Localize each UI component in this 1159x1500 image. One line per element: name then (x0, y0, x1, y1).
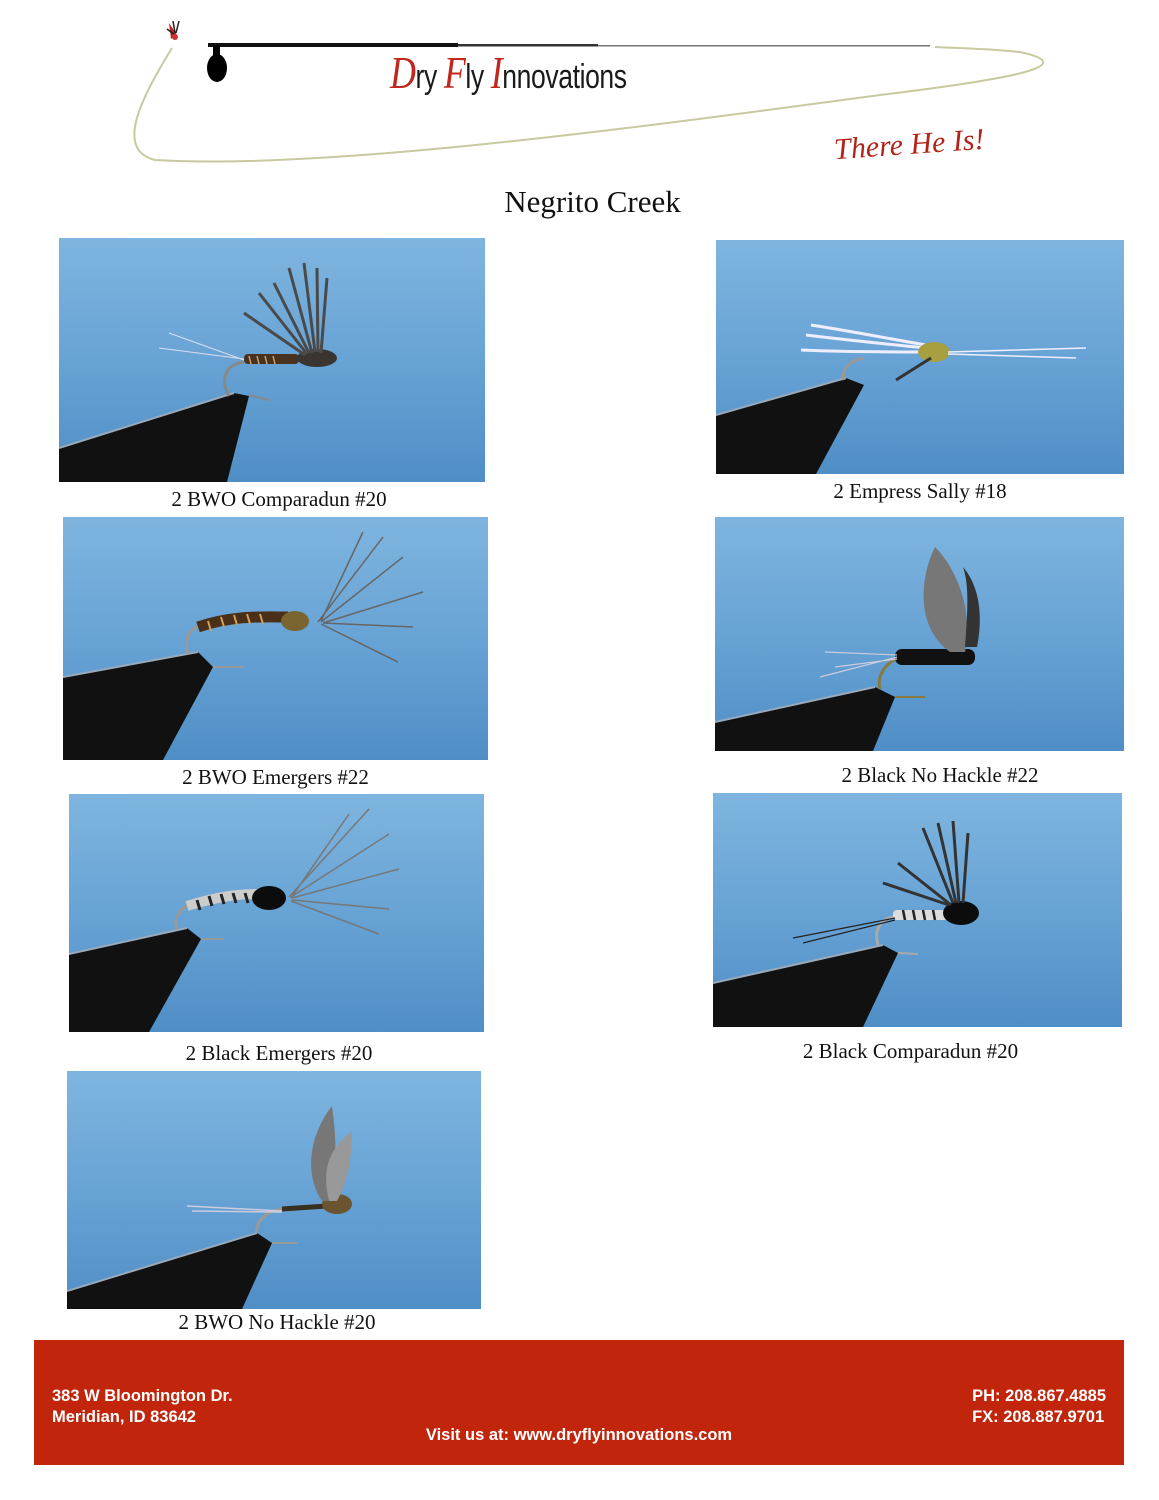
fly-image-icon (67, 1106, 352, 1309)
fly-photo (69, 794, 484, 1032)
fly-rod-line-icon (133, 20, 1044, 163)
logo-banner: Dry Fly Innovations There He Is! (120, 10, 1060, 180)
fly-caption: 2 Empress Sally #18 (833, 479, 1007, 503)
fly-photo (63, 517, 488, 760)
page-title: Negrito Creek (504, 184, 681, 219)
fly-caption: 2 Black Comparadun #20 (802, 1039, 1019, 1063)
fly-image-icon (69, 808, 400, 1032)
fly-caption: 2 Black No Hackle #22 (841, 763, 1039, 787)
address-line-2: Meridian, ID 83642 (52, 1408, 196, 1426)
fly-photo (715, 517, 1124, 751)
address-line-1: 383 W Bloomington Dr. (52, 1387, 233, 1405)
fly-photo (59, 238, 485, 482)
fly-caption: 2 BWO Comparadun #20 (171, 487, 387, 511)
fly-caption: 2 Black Emergers #20 (185, 1041, 373, 1065)
website-link[interactable]: Visit us at: www.dryflyinnovations.com (425, 1426, 733, 1444)
fax-number: FX: 208.887.9701 (972, 1408, 1105, 1426)
phone-number: PH: 208.867.4885 (972, 1387, 1106, 1405)
contact-footer: 383 W Bloomington Dr. Meridian, ID 83642… (34, 1340, 1124, 1465)
fly-photo (713, 793, 1122, 1027)
fly-image-icon (713, 820, 979, 1027)
fly-caption: 2 BWO No Hackle #20 (178, 1310, 376, 1334)
brand-name: Dry Fly Innovations (390, 47, 627, 98)
fly-image-icon (63, 531, 424, 760)
fly-image-icon (59, 262, 337, 482)
fly-image-icon (716, 323, 1087, 474)
address-block: 383 W Bloomington Dr. Meridian, ID 83642 (52, 1386, 233, 1428)
fly-photo (716, 240, 1124, 474)
fly-caption: 2 BWO Emergers #22 (182, 765, 369, 789)
fly-photo (67, 1071, 481, 1309)
phone-block: PH: 208.867.4885 FX: 208.887.9701 (972, 1386, 1106, 1428)
fly-image-icon (715, 547, 980, 751)
